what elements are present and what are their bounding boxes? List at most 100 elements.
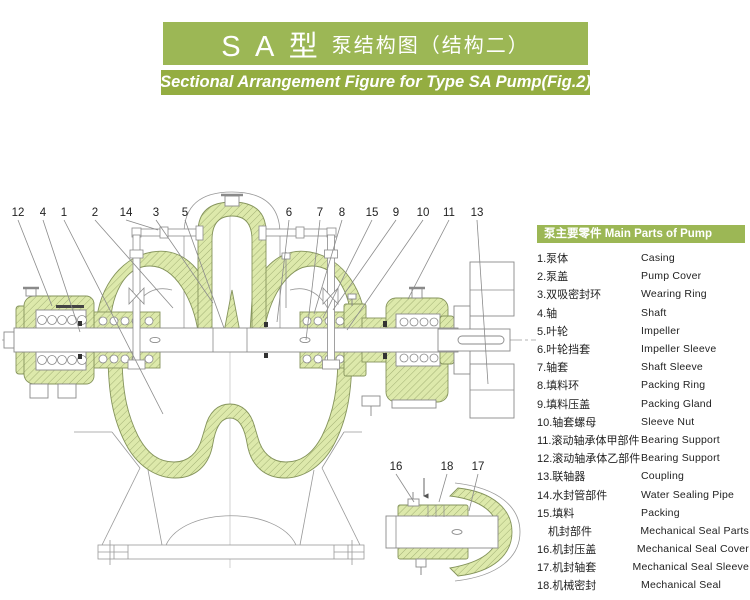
parts-row: 14.水封管部件 Water Sealing Pipe	[537, 485, 749, 503]
parts-row: 15.填料 Packing	[537, 504, 749, 522]
callout-label: 17	[472, 461, 485, 473]
part-name-en: Shaft Sleeve	[641, 361, 703, 374]
part-name-en: Mechanical Seal Cover	[636, 543, 749, 556]
callout-label: 12	[12, 207, 25, 219]
part-name-cn: 7.轴套	[537, 362, 569, 375]
leader-line	[17, 219, 53, 307]
parts-row: 4.轴 Shaft	[537, 304, 749, 322]
callout-label: 4	[40, 207, 47, 219]
callout-leader-lines	[17, 219, 489, 512]
part-name-en: Sleeve Nut	[641, 415, 695, 428]
parts-row: 6.叶轮挡套 Impeller Sleeve	[537, 340, 749, 358]
part-name-en: Bearing Support	[641, 452, 720, 465]
parts-table-header: 泵主要零件 Main Parts of Pump	[537, 225, 745, 243]
pump-base	[74, 431, 365, 565]
callout-label: 9	[393, 207, 399, 219]
callout-label: 2	[92, 207, 98, 219]
subtitle-bar: Sectional Arrangement Figure for Type SA…	[160, 70, 591, 95]
leader-line	[322, 219, 373, 319]
part-name-cn: 10.轴套螺母	[537, 416, 597, 429]
leader-line	[332, 219, 397, 311]
parts-row: 10.轴套螺母 Sleeve Nut	[537, 413, 749, 431]
mechanical-seal-detail-view	[385, 478, 521, 582]
part-name-cn: 1.泵体	[537, 253, 569, 266]
parts-row: 16.机封压盖 Mechanical Seal Cover	[537, 540, 749, 558]
leader-line	[184, 219, 225, 329]
parts-row: 7.轴套 Shaft Sleeve	[537, 358, 749, 376]
part-name-en: Mechanical Seal Sleeve	[632, 561, 749, 574]
part-name-cn: 15.填料	[537, 507, 575, 520]
casing-dome	[197, 193, 267, 333]
leader-line	[476, 219, 489, 385]
part-name-en: Shaft	[641, 306, 667, 319]
water-sealing-pipes	[127, 225, 340, 370]
callout-label: 15	[366, 207, 379, 219]
leader-line	[305, 219, 321, 341]
leader-line	[468, 473, 479, 512]
leader-line	[346, 219, 424, 331]
part-name-cn: 6.叶轮挡套	[537, 344, 591, 357]
leader-line	[395, 473, 415, 503]
pump-model-title: S A 型	[221, 30, 322, 63]
leader-line	[313, 219, 343, 315]
callout-label: 10	[417, 207, 430, 219]
part-name-en: Impeller	[641, 324, 680, 337]
callout-label: 8	[339, 207, 345, 219]
leader-line	[94, 219, 174, 309]
callout-label: 7	[317, 207, 323, 219]
part-name-cn: 11.滚动轴承体甲部件	[537, 434, 640, 447]
part-name-cn: 14.水封管部件	[537, 489, 608, 502]
part-name-cn: 8.填料环	[537, 380, 580, 393]
part-name-en: Packing Gland	[641, 397, 712, 410]
parts-row: 13.联轴器 Coupling	[537, 467, 749, 485]
leader-line	[407, 219, 450, 300]
title-bar: S A 型 泵结构图（结构二）	[163, 22, 588, 65]
callout-label: 14	[120, 207, 133, 219]
callout-label: 13	[471, 207, 484, 219]
callout-label: 5	[182, 207, 188, 219]
parts-row: 3.双吸密封环 Wearing Ring	[537, 285, 749, 303]
part-name-en: Impeller Sleeve	[641, 343, 717, 356]
part-name-en: Water Sealing Pipe	[641, 488, 735, 501]
part-name-cn: 13.联轴器	[537, 471, 586, 484]
leader-line	[155, 219, 214, 304]
part-name-cn: 3.双吸密封环	[537, 289, 602, 302]
callout-label: 1	[61, 207, 67, 219]
part-name-cn: 9.填料压盖	[537, 398, 591, 411]
part-name-en: Casing	[641, 252, 675, 265]
callout-label: 16	[390, 461, 403, 473]
casing-outer-outline	[183, 191, 281, 330]
leader-line	[63, 219, 164, 415]
parts-row: 8.填料环 Packing Ring	[537, 376, 749, 394]
part-name-en: Packing Ring	[641, 379, 706, 392]
subtitle-english: Sectional Arrangement Figure for Type SA…	[160, 73, 591, 91]
leader-line	[276, 219, 290, 323]
coupling	[453, 261, 515, 419]
leader-line	[125, 219, 159, 231]
parts-row: 5.叶轮 Impeller	[537, 322, 749, 340]
part-name-en: Wearing Ring	[641, 288, 707, 301]
part-name-cn: 4.轴	[537, 307, 558, 320]
part-name-cn: 5.叶轮	[537, 325, 569, 338]
parts-row: 1.泵体 Casing	[537, 249, 749, 267]
part-name-en: Bearing Support	[641, 433, 720, 446]
shaft	[13, 321, 511, 359]
part-name-en: Pump Cover	[641, 270, 702, 283]
parts-row: 9.填料压盖 Packing Gland	[537, 395, 749, 413]
callout-label: 18	[441, 461, 454, 473]
leader-line	[42, 219, 81, 333]
leader-line	[438, 473, 448, 503]
part-name-cn: 16.机封压盖	[537, 544, 597, 557]
part-name-en: Coupling	[641, 470, 685, 483]
callout-label: 3	[153, 207, 159, 219]
part-name-en: Packing	[641, 506, 680, 519]
